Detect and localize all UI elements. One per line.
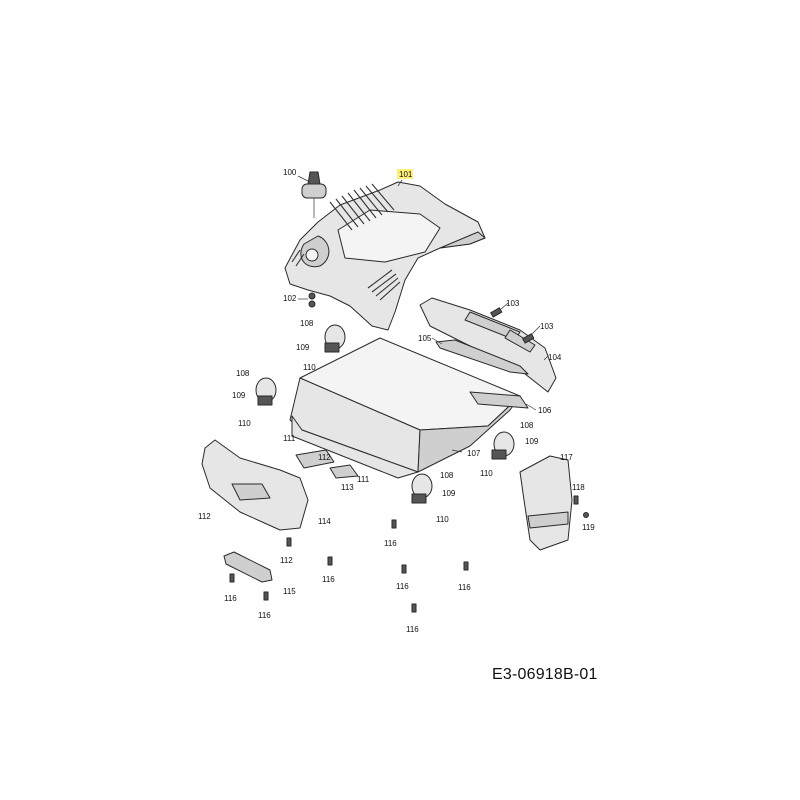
callout-116: 116: [384, 539, 397, 548]
part-117-rear-pad: [519, 455, 573, 551]
callout-112: 112: [280, 556, 293, 565]
callout-102: 102: [283, 294, 297, 303]
callout-116: 116: [458, 583, 471, 592]
callout-118: 118: [572, 483, 585, 492]
callout-112: 112: [318, 453, 331, 462]
part-103-screws: [490, 307, 535, 344]
callout-106: 106: [538, 406, 552, 415]
callout-108: 108: [440, 471, 454, 480]
callout-109: 109: [232, 391, 246, 400]
callout-111: 111: [283, 434, 296, 443]
callout-109: 109: [442, 489, 456, 498]
callout-115: 115: [283, 587, 296, 596]
part-102-bolts: [308, 292, 316, 308]
callout-110: 110: [238, 419, 251, 428]
part-108-bracket-1: [324, 324, 346, 353]
part-101-hood-cover: [284, 181, 486, 331]
part-107-frame-box: [289, 337, 521, 479]
callout-113: 113: [341, 483, 354, 492]
callout-109: 109: [525, 437, 539, 446]
part-113-clip: [329, 464, 359, 479]
callout-116: 116: [224, 594, 237, 603]
part-116-screws: [229, 519, 469, 613]
callout-116: 116: [322, 575, 335, 584]
part-118-screw: [573, 495, 579, 505]
callout-116: 116: [396, 582, 409, 591]
callout-108: 108: [520, 421, 534, 430]
callout-109: 109: [296, 343, 310, 352]
callout-117: 117: [560, 453, 573, 462]
part-112-handle: [295, 449, 335, 469]
callout-116: 116: [258, 611, 271, 620]
part-114-bumper: [201, 439, 309, 531]
callout-101: 101: [399, 170, 413, 179]
leader-lines: [297, 175, 549, 453]
callout-112: 112: [198, 512, 211, 521]
callout-104: 104: [548, 353, 562, 362]
callout-116: 116: [406, 625, 419, 634]
part-106-brace: [469, 391, 529, 409]
part-105-strip: [435, 339, 529, 375]
callout-107: 107: [467, 449, 481, 458]
callout-114: 114: [318, 517, 331, 526]
callout-110: 110: [480, 469, 493, 478]
callout-103: 103: [506, 299, 520, 308]
callout-labels: 100 101 102 103 103 104 105 106 107 108 …: [198, 168, 595, 634]
part-108-bracket-2: [255, 377, 277, 406]
callout-101-highlight: [397, 169, 413, 179]
part-108-bracket-3: [491, 431, 515, 460]
callout-108: 108: [236, 369, 250, 378]
part-115-bracket: [223, 551, 273, 583]
callout-103: 103: [540, 322, 554, 331]
part-100-knob: [301, 171, 327, 218]
callout-110: 110: [303, 363, 316, 372]
hood-vent-slots: [291, 183, 401, 301]
callout-108: 108: [300, 319, 314, 328]
callout-111: 111: [357, 475, 370, 484]
part-108-bracket-4: [411, 473, 433, 504]
callout-100: 100: [283, 168, 297, 177]
callout-119: 119: [582, 523, 595, 532]
callout-110: 110: [436, 515, 449, 524]
part-119-washer: [583, 512, 589, 518]
drawing-code: E3-06918B-01: [492, 666, 598, 683]
callout-105: 105: [418, 334, 432, 343]
